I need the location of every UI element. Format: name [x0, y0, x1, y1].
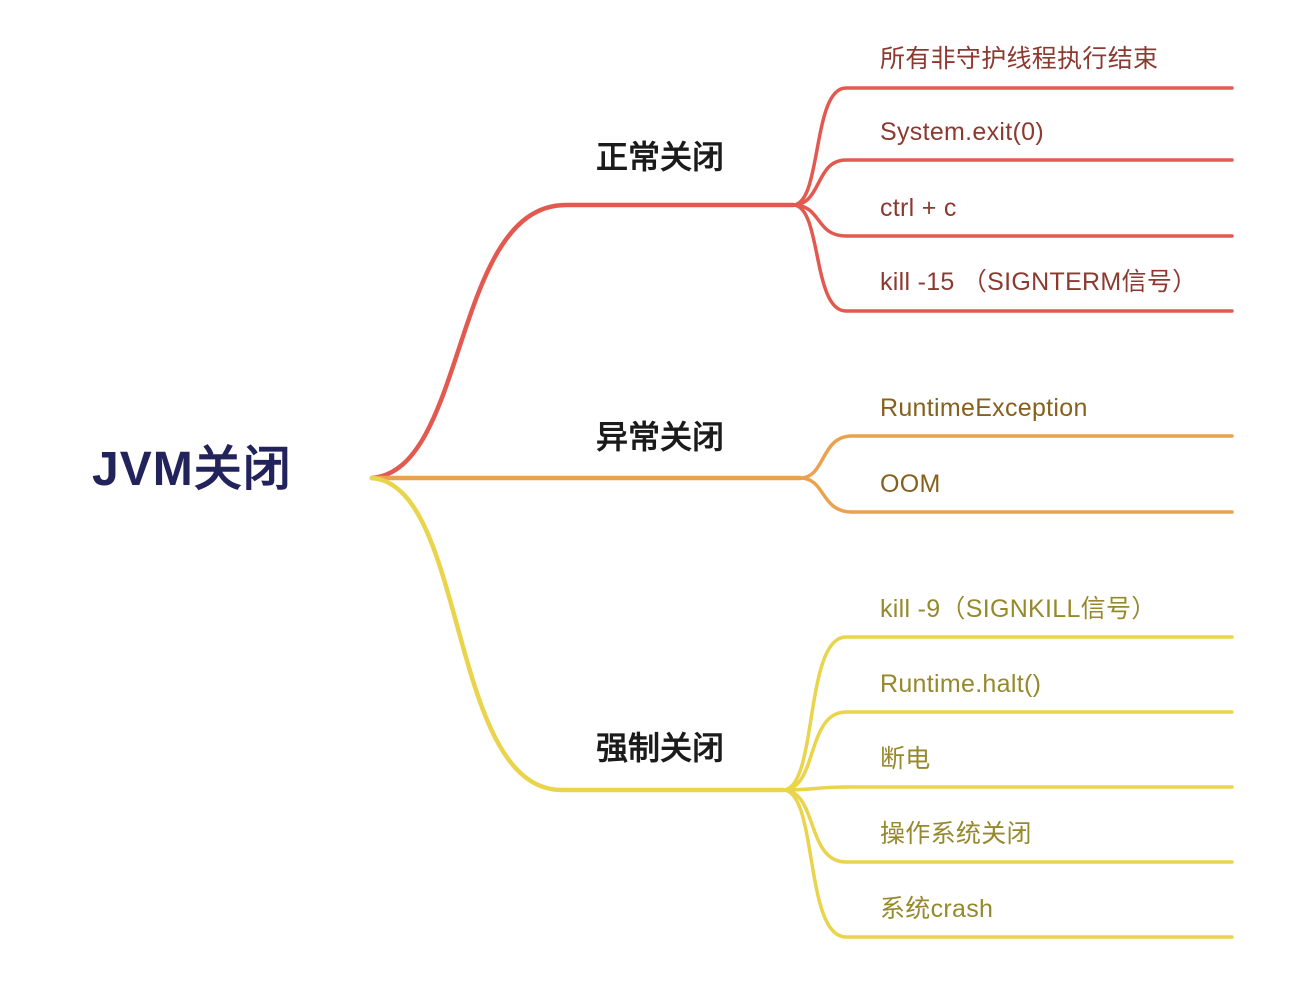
leaf-connector	[791, 158, 1234, 207]
leaf-node: 断电	[880, 745, 931, 773]
leaf-connector	[781, 635, 1234, 792]
leaf-node: 操作系统关闭	[880, 820, 1032, 848]
leaf-node: kill -9（SIGNKILL信号）	[880, 595, 1157, 623]
branch-forced-spine	[369, 475, 786, 793]
leaf-connector	[791, 203, 1234, 313]
leaf-connector	[798, 476, 1234, 514]
leaf-node: System.exit(0)	[880, 118, 1044, 146]
leaf-node: 所有非守护线程执行结束	[880, 45, 1159, 73]
leaf-node: OOM	[880, 470, 941, 498]
leaf-connector	[798, 434, 1234, 480]
leaf-node: ctrl + c	[880, 194, 957, 222]
leaf-node: kill -15 （SIGNTERM信号）	[880, 268, 1198, 296]
branch-node-forced: 强制关闭	[596, 730, 725, 766]
leaf-connector	[781, 785, 1234, 792]
leaf-connector	[781, 788, 1234, 939]
leaf-connector	[791, 86, 1234, 207]
branch-node-abnormal: 异常关闭	[596, 419, 725, 455]
leaf-connector	[791, 203, 1234, 238]
root-node: JVM关闭	[92, 443, 292, 496]
leaf-node: Runtime.halt()	[880, 670, 1042, 698]
leaf-node: RuntimeException	[880, 394, 1088, 422]
leaf-connector	[781, 710, 1234, 792]
leaf-connector	[781, 788, 1234, 864]
branch-normal-spine	[369, 202, 796, 481]
branch-node-normal: 正常关闭	[596, 139, 725, 175]
leaf-node: 系统crash	[880, 895, 994, 923]
